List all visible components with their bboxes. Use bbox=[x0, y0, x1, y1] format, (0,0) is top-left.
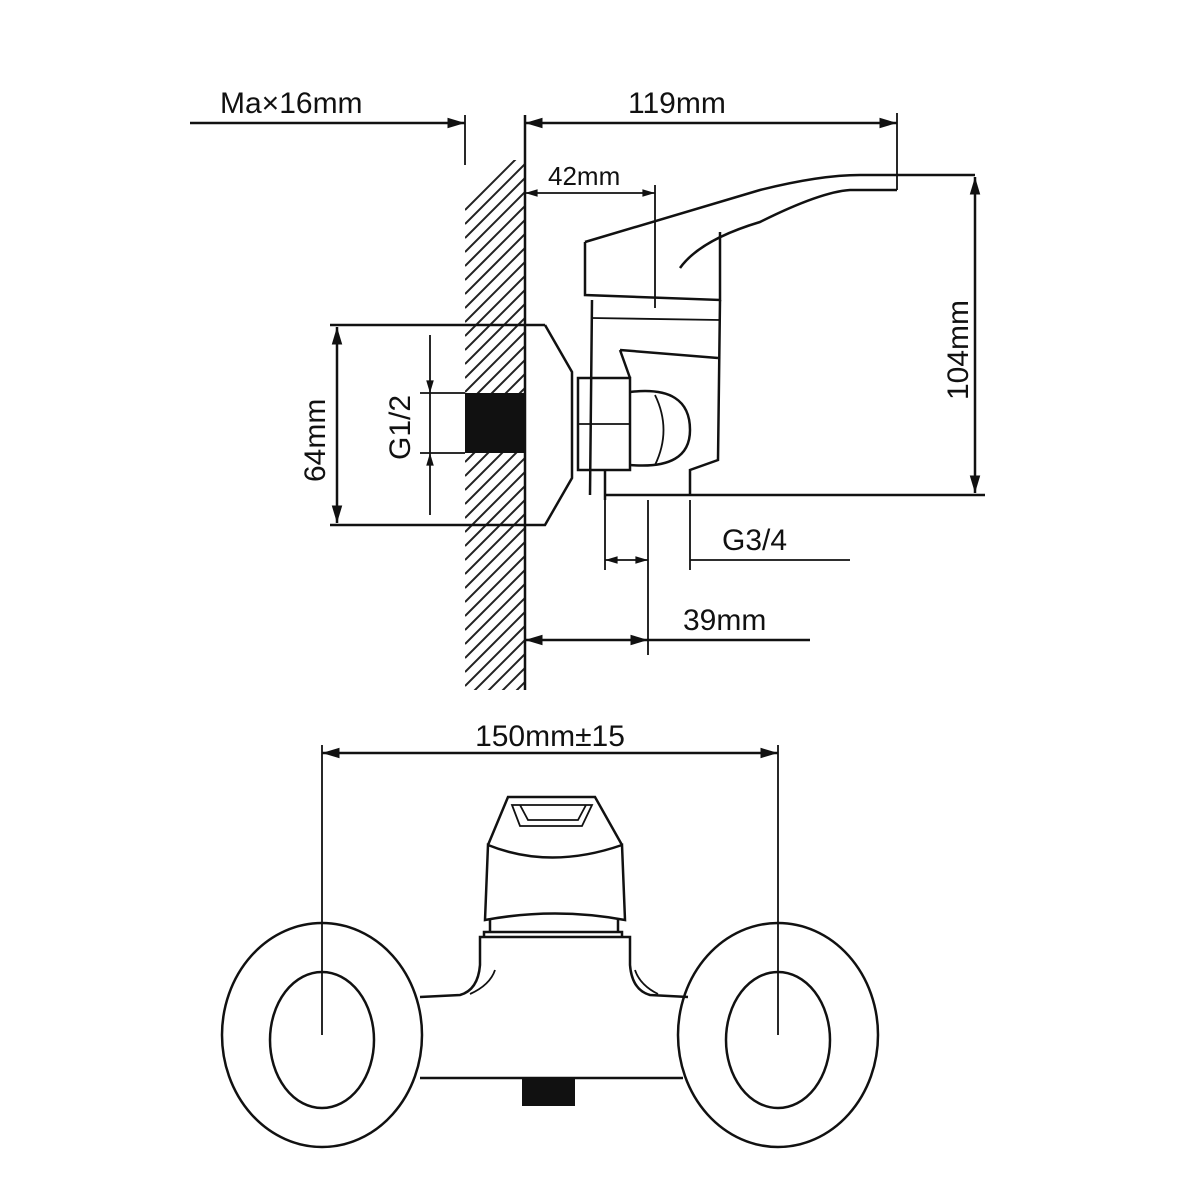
hatch-line bbox=[465, 555, 525, 617]
hatch-line bbox=[465, 457, 525, 519]
dimension-handle-offset: 42mm bbox=[525, 161, 656, 308]
hatch-line bbox=[465, 752, 525, 812]
hatch-line bbox=[465, 541, 525, 603]
wall-depth-label: Ma×16mm bbox=[220, 87, 363, 120]
hatch-line bbox=[465, 331, 525, 393]
dimension-escutcheon-height: 64mm bbox=[299, 327, 343, 523]
faucet-front-view bbox=[220, 795, 880, 1149]
hatch-line bbox=[465, 317, 525, 379]
dimension-reach: 119mm bbox=[525, 87, 898, 190]
hatch-line bbox=[487, 653, 525, 690]
hatch-line bbox=[465, 233, 525, 295]
dimension-center-distance: 150mm±15 bbox=[321, 720, 779, 1035]
hatch-line bbox=[465, 303, 525, 365]
hatch-line bbox=[465, 625, 525, 687]
center-distance-label: 150mm±15 bbox=[475, 720, 625, 753]
hatch-line bbox=[465, 177, 525, 239]
hatch-line bbox=[465, 160, 517, 211]
reach-label: 119mm bbox=[628, 87, 726, 120]
dimension-inlet-thread: G1/2 bbox=[384, 335, 465, 515]
inlet-pipe bbox=[465, 393, 525, 453]
outlet-thread-label: G3/4 bbox=[722, 524, 787, 557]
left-escutcheon bbox=[220, 921, 424, 1149]
dimension-wall-depth: Ma×16mm bbox=[190, 87, 465, 129]
hatch-line bbox=[465, 205, 525, 267]
hatch-line bbox=[465, 191, 525, 253]
hatch-line bbox=[465, 443, 525, 505]
dimension-height: 104mm bbox=[942, 177, 981, 493]
wall-section bbox=[464, 115, 527, 812]
hatch-line bbox=[501, 667, 525, 690]
inlet-thread-label: G1/2 bbox=[384, 395, 417, 460]
escutcheon-height-label: 64mm bbox=[299, 399, 332, 482]
hatch-line bbox=[465, 163, 525, 225]
hatch-line bbox=[465, 527, 525, 589]
hatch-line bbox=[465, 261, 525, 323]
handle-offset-label: 42mm bbox=[548, 161, 620, 191]
hatch-line bbox=[465, 485, 525, 547]
outlet-thread bbox=[522, 1078, 575, 1106]
hatch-line bbox=[465, 583, 525, 645]
hatch-line bbox=[465, 499, 525, 561]
hatch-line bbox=[465, 569, 525, 631]
outlet-offset-label: 39mm bbox=[683, 604, 766, 637]
hatch-line bbox=[465, 289, 525, 351]
hatch-line bbox=[465, 597, 525, 659]
height-label: 104mm bbox=[942, 300, 975, 400]
hatch-line bbox=[465, 247, 525, 309]
right-escutcheon bbox=[676, 921, 880, 1149]
dimension-outlet-thread: G3/4 bbox=[604, 500, 850, 655]
hatch-line bbox=[465, 219, 525, 281]
hatch-line bbox=[465, 611, 525, 673]
hatch-line bbox=[473, 639, 525, 690]
hatch-line bbox=[465, 471, 525, 533]
faucet-side-view bbox=[330, 173, 985, 527]
dimension-outlet-offset: 39mm bbox=[525, 604, 810, 646]
